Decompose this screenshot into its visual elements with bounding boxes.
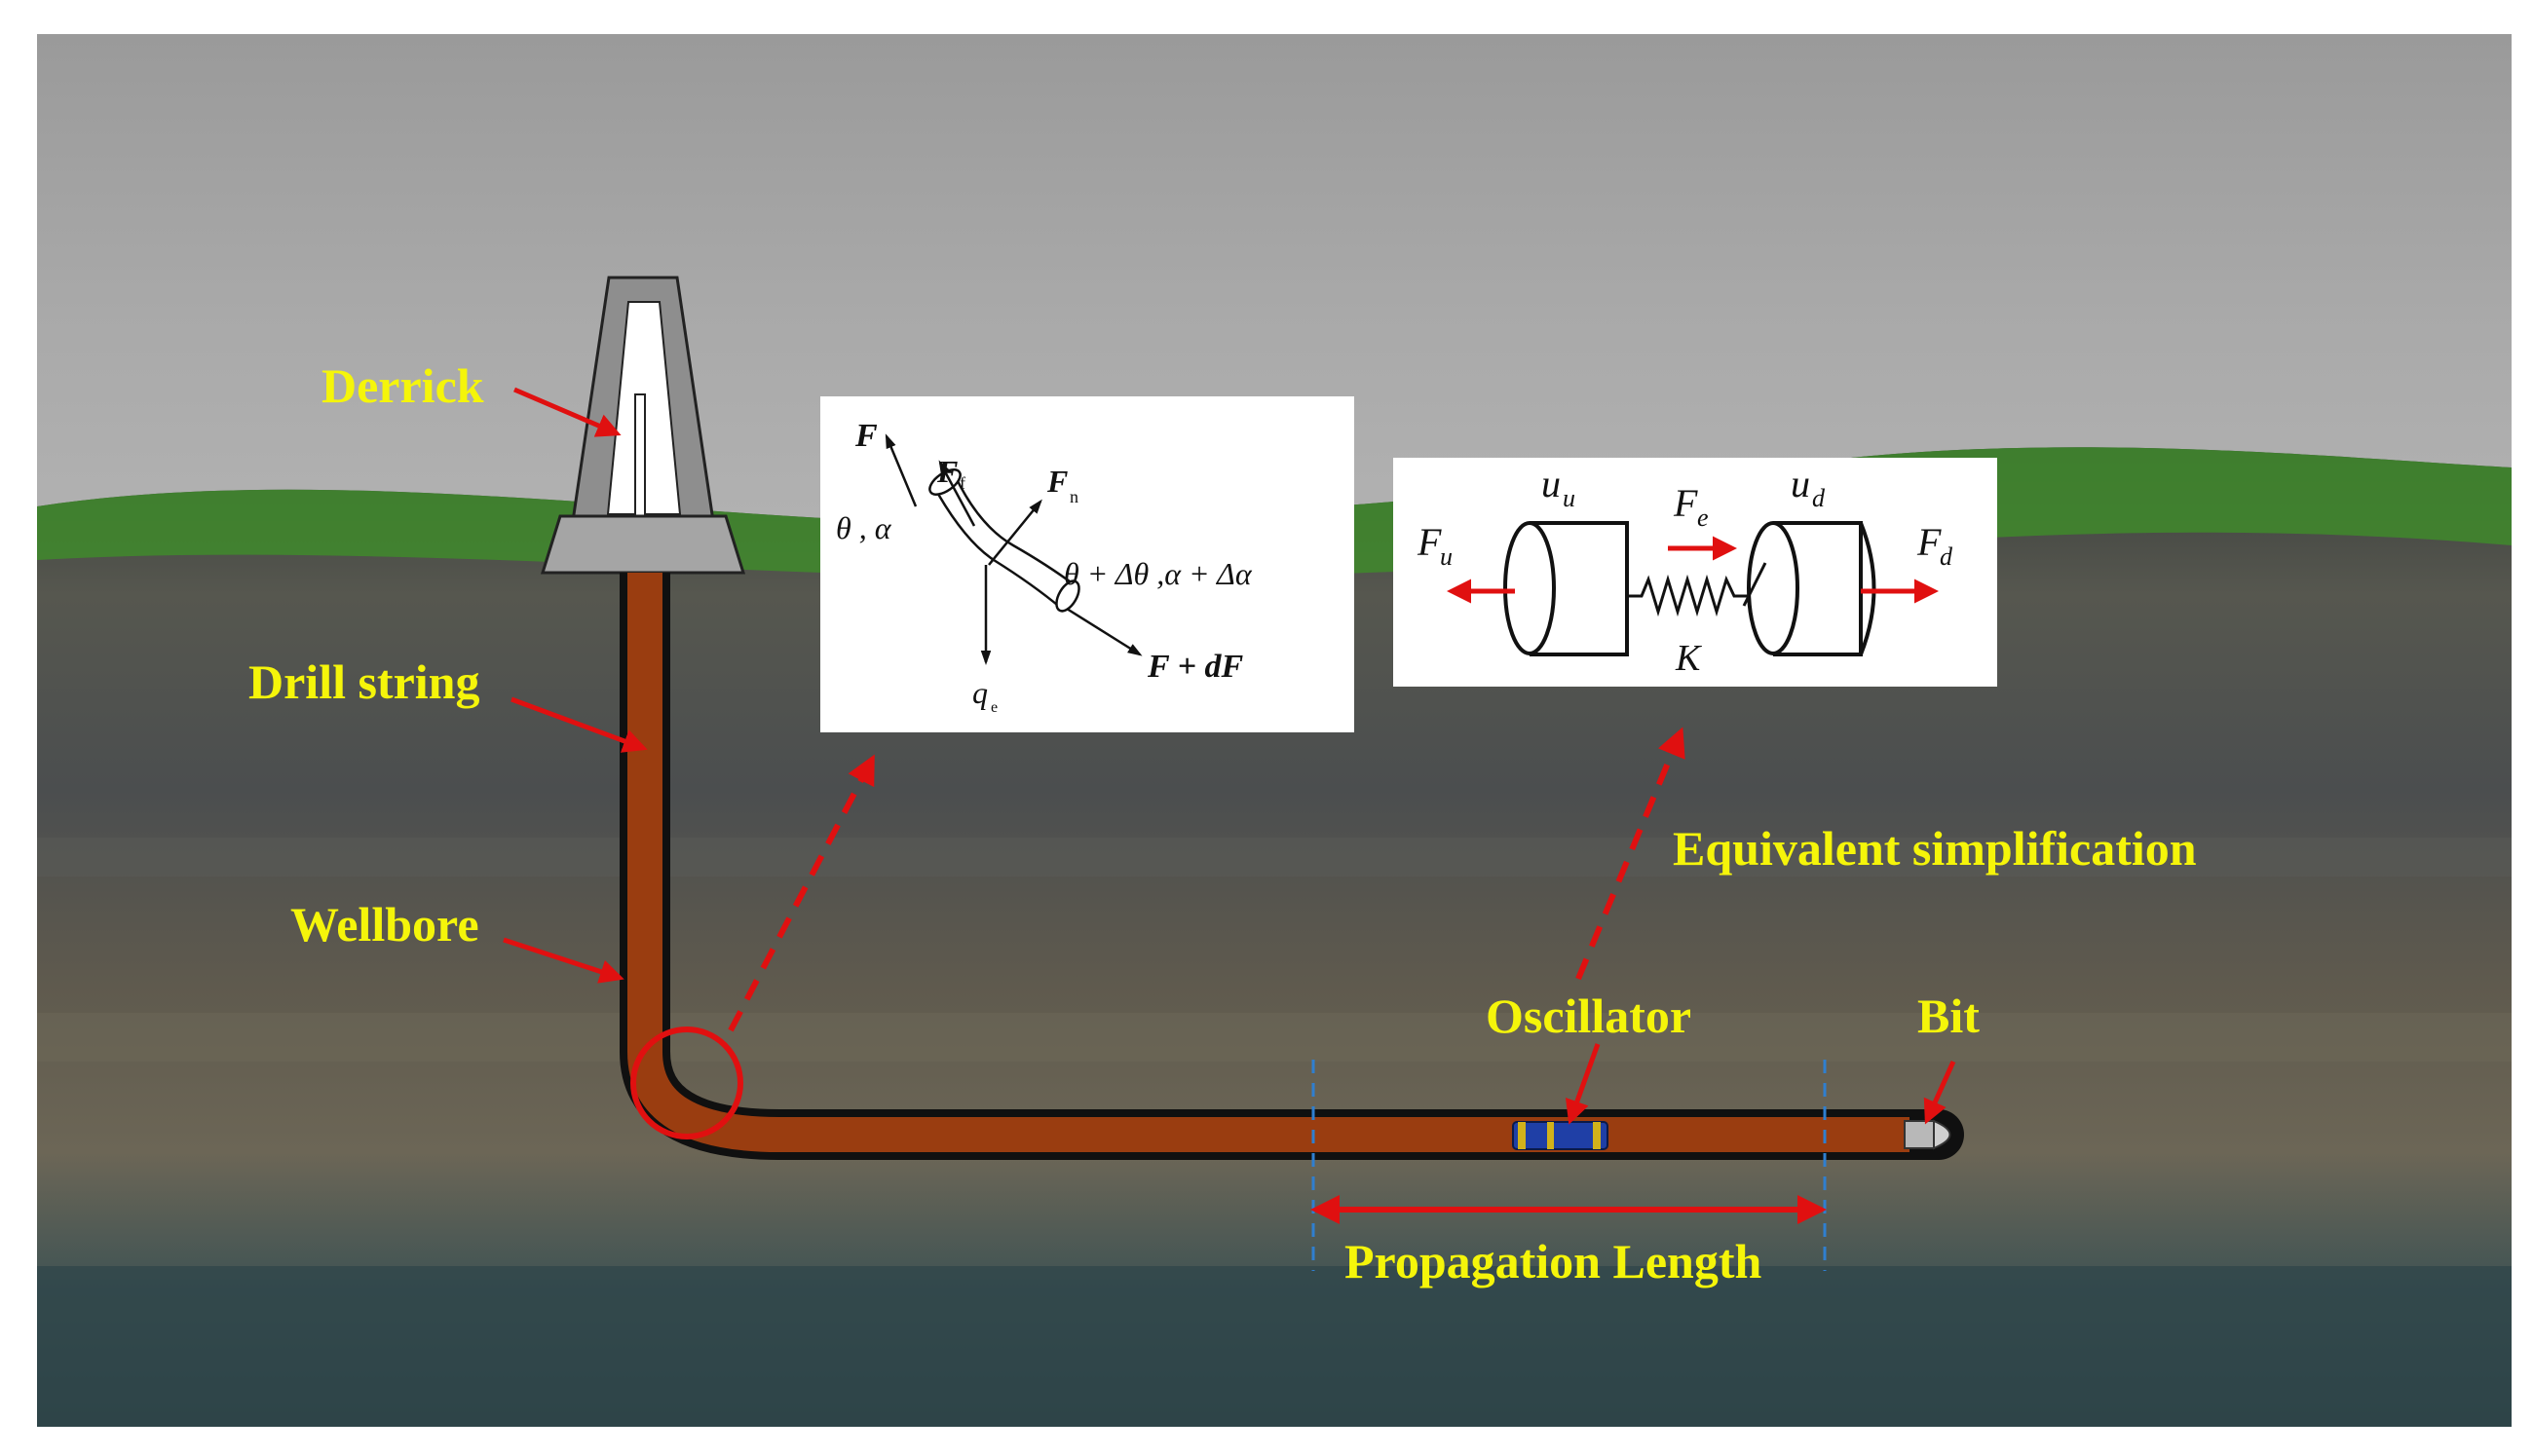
- spring-model-inset: u u u d F e F u F d K: [1393, 458, 1997, 687]
- drill-string-arrow: [510, 696, 648, 753]
- force-F: F: [854, 418, 878, 454]
- force-Fn: F: [1046, 464, 1068, 499]
- bend-to-inset-arrow: [728, 754, 875, 1032]
- derrick-label: Derrick: [321, 358, 484, 413]
- bit-arrow: [1923, 1060, 1956, 1125]
- uu-label: u: [1541, 462, 1561, 505]
- theta-alpha-increment-label: θ + Δθ ,α + Δα: [1064, 556, 1253, 591]
- derrick: [540, 276, 746, 575]
- propagation-length-label: Propagation Length: [1344, 1234, 1761, 1288]
- force-Fn-sub: n: [1070, 487, 1078, 506]
- force-Ff-sub: f: [960, 473, 965, 493]
- derrick-arrow: [513, 387, 622, 437]
- spring-K: [1627, 574, 1749, 617]
- Fu-sub: u: [1440, 542, 1453, 571]
- Fd-sub: d: [1940, 542, 1953, 571]
- simplification-arrow: [1575, 727, 1685, 981]
- wellbore-label: Wellbore: [290, 897, 479, 952]
- oscillator-label: Oscillator: [1486, 989, 1691, 1043]
- bit-label: Bit: [1917, 989, 1980, 1043]
- drill-string-label: Drill string: [248, 654, 479, 709]
- oscillator-tool: [1512, 1121, 1608, 1150]
- Fu-label: F: [1417, 520, 1442, 564]
- Fe-sub: e: [1697, 504, 1709, 532]
- uu-sub: u: [1563, 484, 1575, 512]
- force-F-plus-dF: F + dF: [1147, 649, 1243, 685]
- theta-alpha-label: θ , α: [836, 510, 892, 545]
- qe-sub: e: [991, 699, 998, 716]
- oscillator-arrow: [1565, 1043, 1601, 1125]
- ud-sub: d: [1812, 484, 1826, 512]
- K-label: K: [1675, 638, 1702, 679]
- element-force-inset: F F f F n θ , α θ + Δθ ,α + Δα F + dF q …: [820, 396, 1354, 732]
- propagation-bounds: [1311, 1060, 1827, 1271]
- lower-mass: [1742, 521, 1876, 656]
- equivalent-simplification-label: Equivalent simplification: [1673, 821, 2197, 876]
- bend-highlight-circle: [630, 1027, 743, 1139]
- force-Ff: F: [936, 454, 958, 489]
- wellbore-arrow: [503, 937, 624, 984]
- Fe-label: F: [1673, 481, 1698, 525]
- pointer-arrows: [503, 387, 1956, 1224]
- Fd-label: F: [1916, 520, 1942, 564]
- drill-bit: [1904, 1119, 1951, 1150]
- upper-mass: [1503, 521, 1629, 656]
- ud-label: u: [1791, 462, 1810, 505]
- qe-label: q: [972, 675, 988, 710]
